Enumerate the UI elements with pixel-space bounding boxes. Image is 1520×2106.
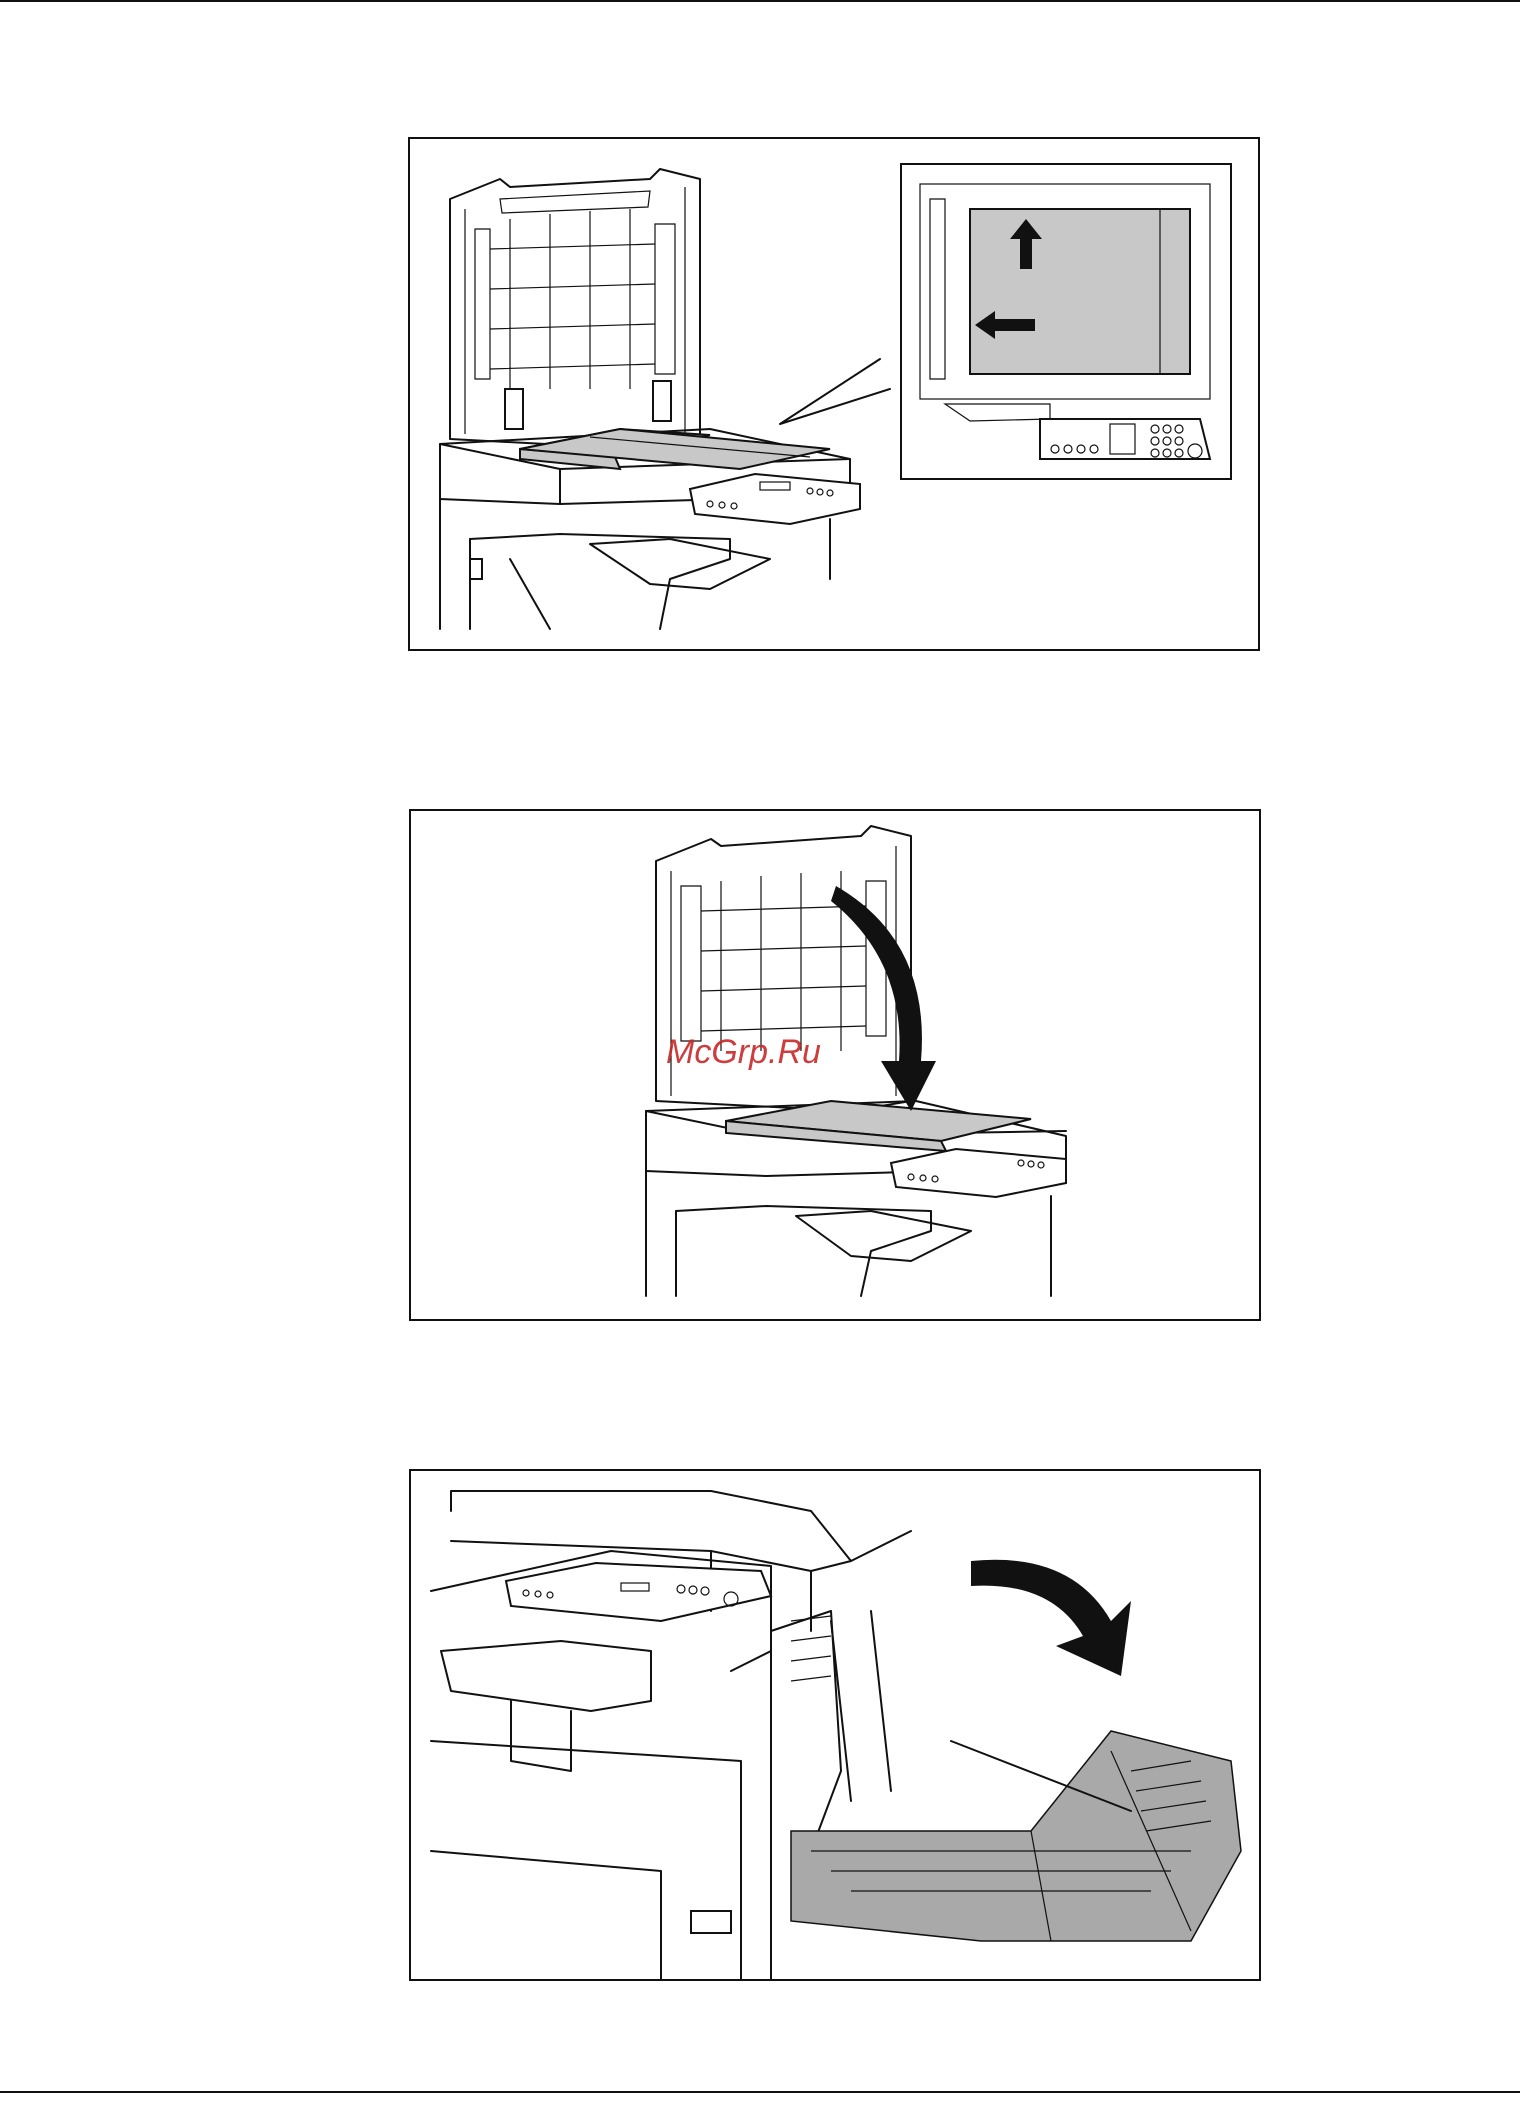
- arrow-curved-right-icon: [971, 1560, 1131, 1676]
- illustration-copier-side-cover: [411, 1471, 1261, 1981]
- watermark: McGrp.Ru: [666, 1033, 821, 1071]
- figure-open-side-cover: [409, 1469, 1261, 1981]
- figure-close-cover: McGrp.Ru: [409, 809, 1261, 1321]
- arrow-curved-down-icon: [831, 886, 936, 1111]
- illustration-copier-closing-lid: McGrp.Ru: [411, 811, 1261, 1321]
- bottom-rule: [0, 2091, 1520, 2093]
- figure-place-original: [408, 137, 1260, 651]
- illustration-copier-open-lid: [410, 139, 1260, 651]
- top-rule: [0, 0, 1520, 2]
